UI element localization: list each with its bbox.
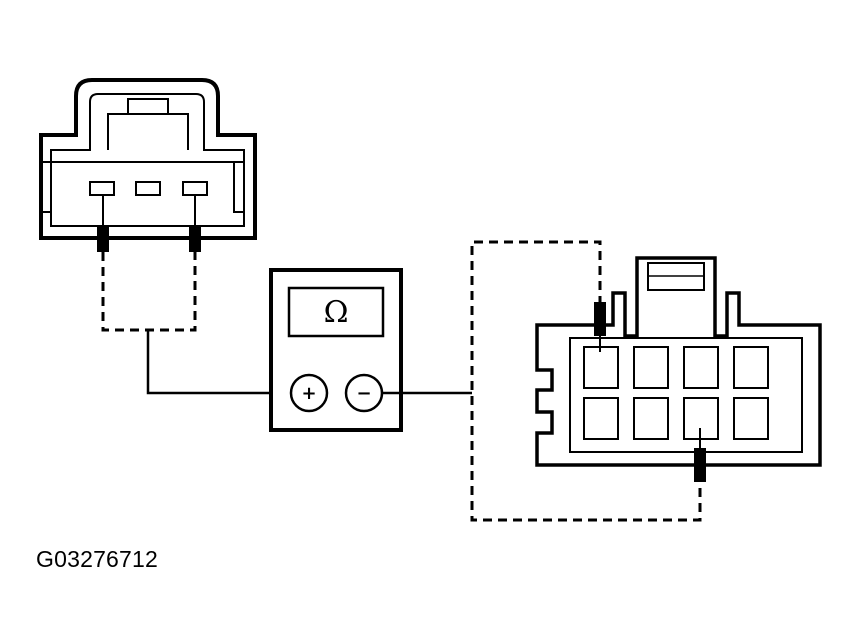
- right-pin-8: [733, 397, 769, 440]
- positive-terminal-label: +: [301, 383, 316, 404]
- right-pin-6: [633, 397, 669, 440]
- right-dashed-leads: [470, 240, 702, 522]
- ohm-symbol: Ω: [324, 295, 349, 330]
- left-pin-2: [135, 181, 161, 196]
- right-pin-5: [583, 397, 619, 440]
- right-connector-inner: [569, 337, 803, 453]
- left-connector: [39, 78, 257, 240]
- right-connector: [535, 256, 822, 467]
- right-pin-4: [733, 346, 769, 389]
- ohmmeter: Ω + −: [269, 268, 403, 432]
- figure-id-label: G03276712: [36, 546, 159, 572]
- right-pin-2: [633, 346, 669, 389]
- right-pin-3: [683, 346, 719, 389]
- left-probe-1: [97, 195, 109, 252]
- right-probe-bottom: [694, 428, 706, 482]
- left-connector-notch-right: [233, 161, 245, 213]
- ohmmeter-display: [287, 286, 385, 338]
- left-connector-latch-tab: [127, 98, 169, 115]
- positive-terminal: [289, 373, 329, 413]
- right-connector-outer: [535, 256, 822, 467]
- left-dashed-leads: [101, 252, 197, 332]
- left-connector-notch-left: [40, 161, 52, 213]
- negative-terminal-label: −: [356, 383, 371, 404]
- left-connector-inner: [50, 93, 245, 227]
- left-probe-2: [189, 195, 201, 252]
- left-connector-outer: [39, 78, 257, 240]
- positive-lead-wire: [146, 330, 291, 395]
- right-probe-top: [594, 302, 606, 352]
